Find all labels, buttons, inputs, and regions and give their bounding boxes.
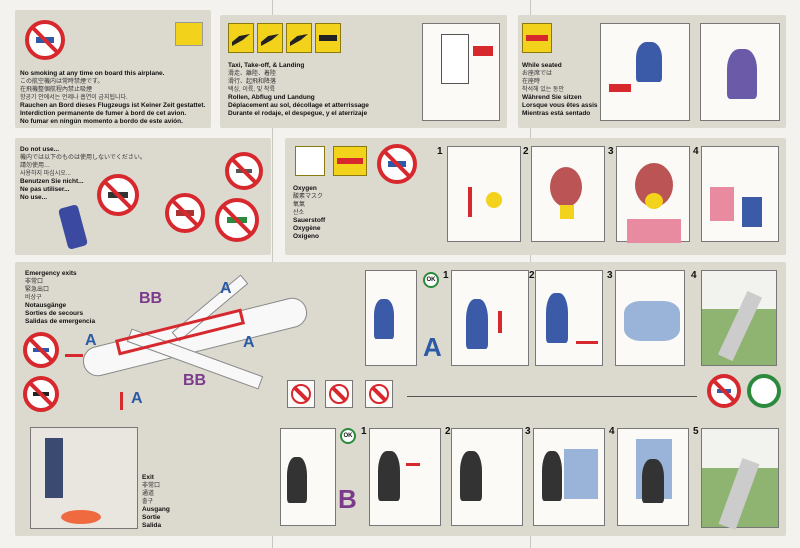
takeoff-icon [257, 23, 283, 53]
door-a-step-4-illustration [701, 270, 777, 366]
exit-label: A [85, 332, 97, 349]
landing-icon [286, 23, 312, 53]
door-a-label: A [423, 332, 442, 362]
step-number: 1 [361, 426, 367, 437]
no-device-icon [225, 152, 263, 190]
no-items-icon [365, 380, 393, 408]
seatbelt-icon [315, 23, 341, 53]
door-a-step-2-illustration [535, 270, 603, 366]
door-a-check-illustration [365, 270, 417, 366]
oxygen-mask-icon [295, 146, 325, 176]
door-a-step-1-illustration [451, 270, 529, 366]
no-baggage-icon [23, 376, 59, 412]
step-number: 3 [525, 426, 531, 437]
smoke-detector-icon [175, 22, 203, 46]
door-b-check-illustration [280, 428, 336, 526]
seatbelt-icon [333, 146, 367, 176]
no-smoking-text: No smoking at any time on board this air… [20, 70, 206, 125]
oxygen-step-1-illustration [447, 146, 521, 242]
step-number: 2 [529, 270, 535, 281]
step-number: 4 [691, 270, 697, 281]
door-a-step-3-illustration [615, 270, 685, 366]
exit-label: A [220, 280, 232, 297]
step-number: 4 [693, 146, 699, 157]
slide-sit-icon [747, 374, 781, 408]
door-b-step-2-illustration [451, 428, 523, 526]
exit-label: A [131, 390, 143, 407]
ok-badge: OK [423, 272, 439, 288]
exit-label: BB [183, 372, 207, 389]
oxygen-step-4-illustration [701, 146, 779, 242]
door-b-label: B [338, 484, 357, 514]
no-phone-icon [97, 174, 139, 216]
devices-text: Do not use...機内では以下のものは使用しないでください。請勿使用…사… [20, 146, 146, 201]
no-smoking-icon [25, 20, 65, 60]
exit-label: BB [139, 290, 163, 307]
no-heels-icon [325, 380, 353, 408]
seated-passenger-illustration [700, 23, 780, 121]
no-rc-toy-icon [165, 193, 205, 233]
seat-upright-illustration [422, 23, 500, 121]
ok-badge: OK [340, 428, 356, 444]
no-smoking-icon [23, 332, 59, 368]
door-b-step-5-illustration [701, 428, 779, 530]
taxi-icon [228, 23, 254, 53]
door-b-step-3-illustration [533, 428, 605, 526]
step-number: 3 [607, 270, 613, 281]
no-smoking-panel: No smoking at any time on board this air… [15, 10, 211, 128]
fasten-seatbelt-illustration [600, 23, 690, 121]
seatbelt-icon [522, 23, 552, 53]
mobile-phone-icon [57, 204, 89, 250]
no-slide-jump-icon [707, 374, 741, 408]
step-number: 2 [445, 426, 451, 437]
exit-label: A [243, 334, 255, 351]
step-number: 4 [609, 426, 615, 437]
step-number: 2 [523, 146, 529, 157]
no-baggage-icon [287, 380, 315, 408]
step-number: 5 [693, 426, 699, 437]
no-smoking-icon [377, 144, 417, 184]
devices-panel: Do not use...機内では以下のものは使用しないでください。請勿使用…사… [15, 138, 271, 255]
step-number: 3 [608, 146, 614, 157]
step-number: 1 [443, 270, 449, 281]
step-number: 1 [437, 146, 443, 157]
oxygen-step-3-illustration [616, 146, 690, 243]
door-b-step-4-illustration [617, 428, 689, 526]
floor-lighting-illustration [30, 427, 138, 529]
oxygen-step-2-illustration [531, 146, 605, 242]
door-b-step-1-illustration [369, 428, 441, 526]
no-rc-car-icon [215, 198, 259, 242]
